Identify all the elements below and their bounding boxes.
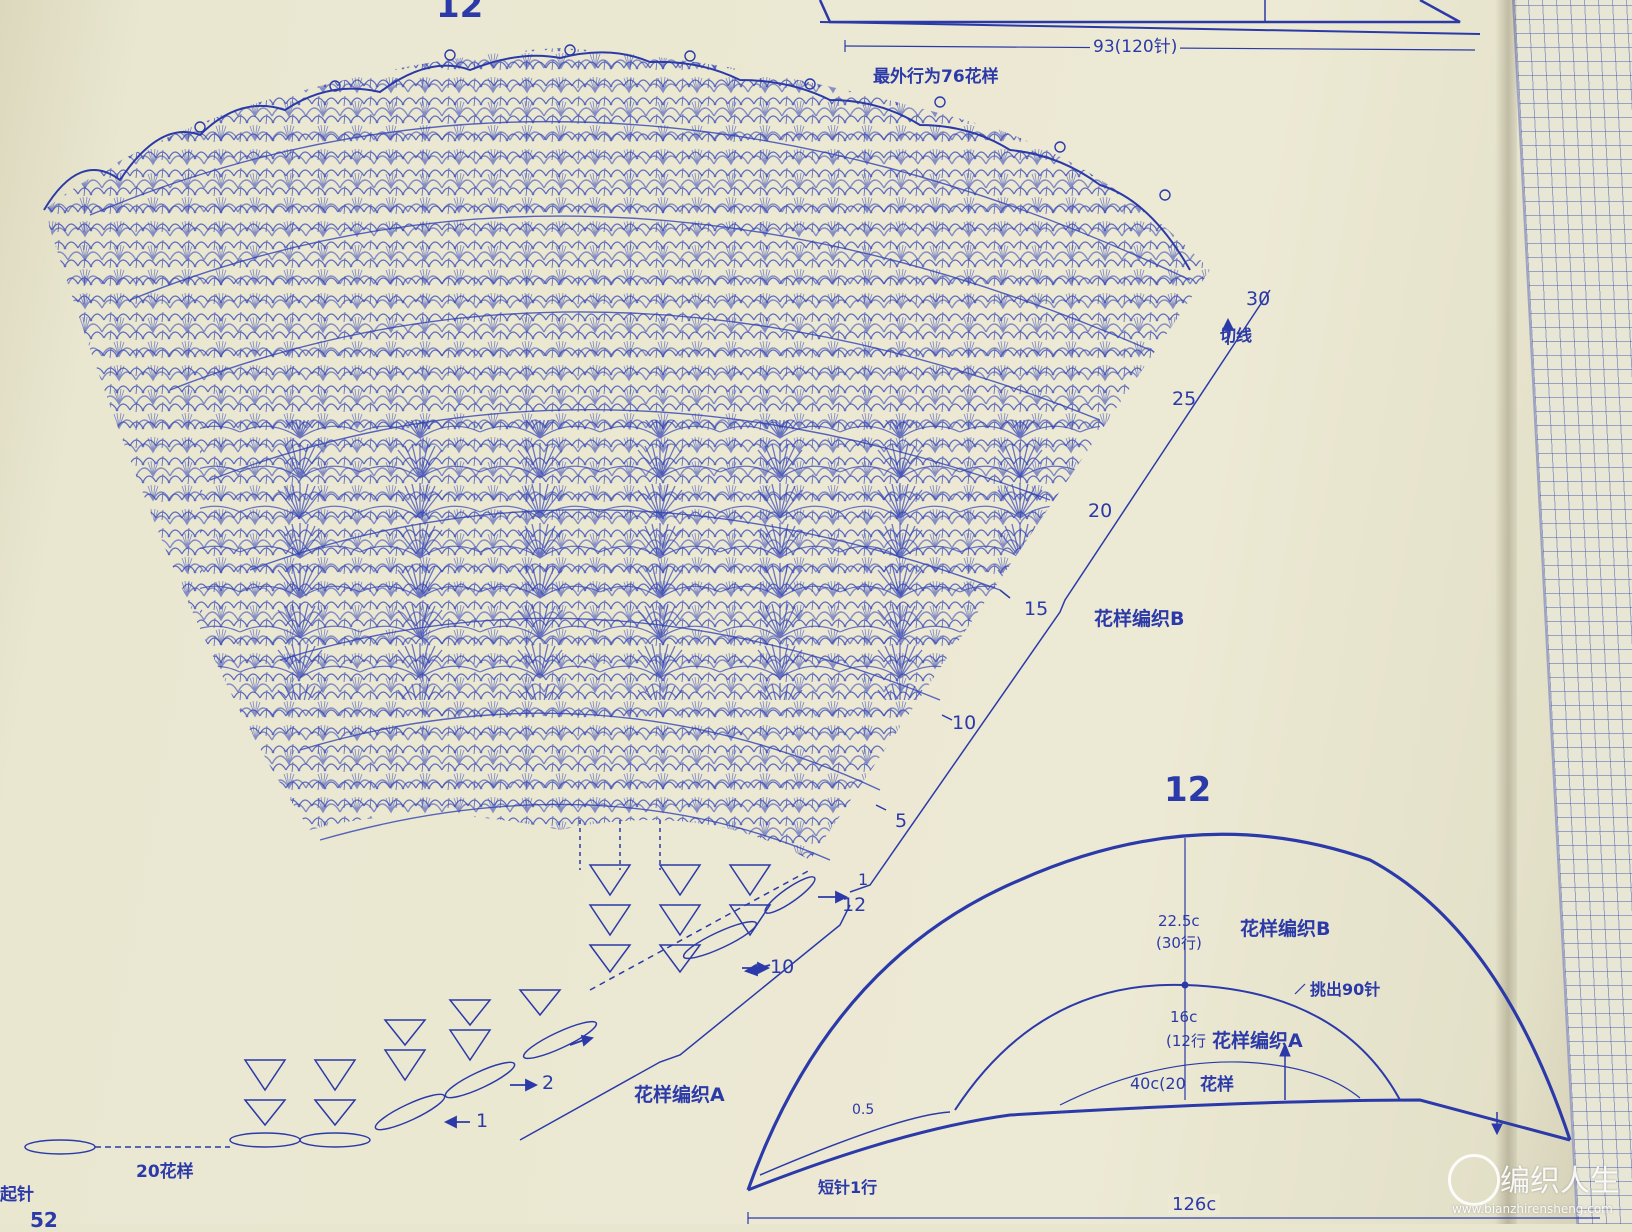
schematic-pattern-a: 花样编织A <box>1212 1030 1303 1052</box>
row-number-15: 15 <box>1024 598 1049 620</box>
shape-schematic <box>746 832 1600 1224</box>
inner-width: 40c(20 <box>1130 1074 1186 1093</box>
row-number-20: 20 <box>1088 500 1113 522</box>
page-number: 52 <box>30 1208 58 1232</box>
top-width-label: 93(120针) <box>1090 32 1181 57</box>
top-pattern-number: 12 <box>436 0 484 26</box>
a-row-10: 10 <box>770 956 795 978</box>
a-row-1: 1 <box>476 1110 489 1132</box>
a-rows: (12行 <box>1166 1032 1206 1050</box>
watermark-name: 编织人生 <box>1500 1164 1620 1199</box>
row-number-5: 5 <box>895 810 908 832</box>
watermark-url: www.bianzhirensheng.com <box>1452 1202 1613 1216</box>
cut-thread-label: 切线 <box>1220 326 1253 345</box>
b-rows: (30行) <box>1156 934 1202 952</box>
edge-label: 短针1行 <box>818 1178 878 1197</box>
bottom-width: 126c <box>1168 1194 1221 1215</box>
row-number-10: 10 <box>952 712 977 734</box>
inner-unit: 花样 <box>1200 1075 1234 1095</box>
pattern-b-label: 花样编织B <box>1094 608 1185 630</box>
page-fold-shadow <box>1495 0 1517 1224</box>
row-number-30: 30 <box>1246 288 1271 310</box>
row-number-25: 25 <box>1172 388 1197 410</box>
start-chain-label: 起针 <box>0 1185 34 1205</box>
schematic-pattern-b: 花样编织B <box>1240 918 1331 940</box>
a-height: 16c <box>1170 1008 1198 1026</box>
edge-width: 0.5 <box>852 1102 875 1118</box>
a-row-12: 12 <box>842 894 867 916</box>
pick-up-label: 挑出90针 <box>1310 980 1381 999</box>
schematic-title: 12 <box>1164 770 1212 810</box>
pattern-a-label: 花样编织A <box>634 1084 725 1106</box>
repeat-label: 20花样 <box>136 1162 194 1182</box>
outer-row-note: 最外行为76花样 <box>873 67 999 87</box>
row-number-1: 1 <box>858 870 869 889</box>
crochet-fan-chart <box>24 44 1271 1155</box>
a-row-2: 2 <box>542 1072 555 1094</box>
b-height: 22.5c <box>1158 912 1200 930</box>
watermark-logo-icon <box>1448 1154 1500 1206</box>
